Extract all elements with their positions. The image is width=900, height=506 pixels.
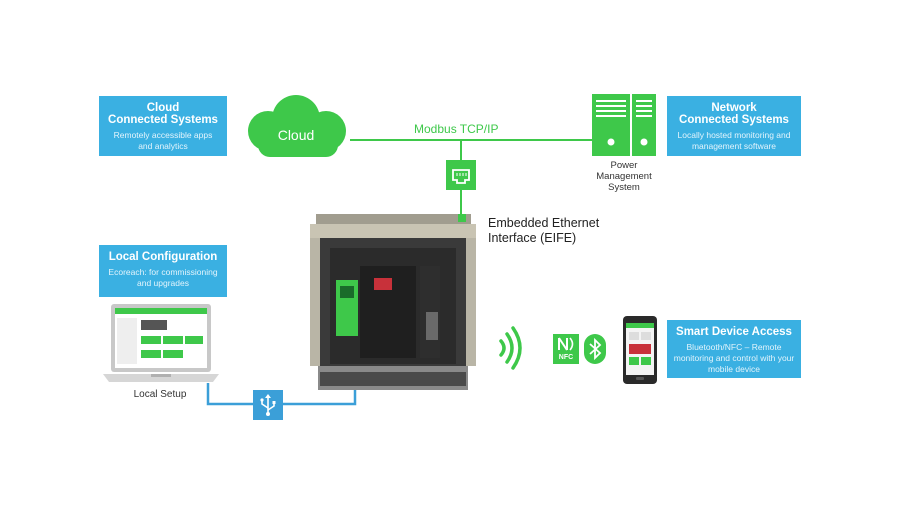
card-title: Network Connected Systems — [679, 102, 789, 126]
network-connected-card: Network Connected Systems Locally hosted… — [667, 96, 801, 156]
card-title: Cloud Connected Systems — [108, 102, 218, 126]
cloud-label: Cloud — [277, 127, 315, 143]
card-desc: Bluetooth/NFC – Remote monitoring and co… — [673, 342, 795, 374]
local-setup-label: Local Setup — [133, 389, 187, 400]
ethernet-port-icon — [446, 160, 476, 190]
card-title: Local Configuration — [108, 251, 218, 263]
nfc-label: NFC — [558, 354, 574, 361]
laptop-icon — [103, 304, 219, 386]
usb-icon — [253, 390, 283, 420]
wifi-signal-icon — [497, 325, 527, 371]
card-desc: Remotely accessible apps and analytics — [113, 130, 213, 151]
bluetooth-icon — [584, 334, 606, 364]
smartphone-icon — [623, 316, 657, 384]
circuit-breaker — [308, 214, 478, 390]
local-configuration-card: Local Configuration Ecoreach: for commis… — [99, 245, 227, 297]
card-title: Smart Device Access — [676, 326, 792, 338]
card-desc: Ecoreach: for commissioning and upgrades — [108, 267, 218, 288]
nfc-icon: NFC — [553, 334, 579, 364]
cloud-connected-card: Cloud Connected Systems Remotely accessi… — [99, 96, 227, 156]
card-desc: Locally hosted monitoring and management… — [677, 130, 791, 151]
eife-label: Embedded Ethernet Interface (EIFE) — [488, 216, 600, 245]
server-icon — [592, 94, 656, 156]
cloud-icon: Cloud — [238, 93, 354, 159]
pms-label: Power Management System — [596, 160, 652, 193]
smart-device-card: Smart Device Access Bluetooth/NFC – Remo… — [667, 320, 801, 378]
modbus-label: Modbus TCP/IP — [414, 122, 499, 136]
